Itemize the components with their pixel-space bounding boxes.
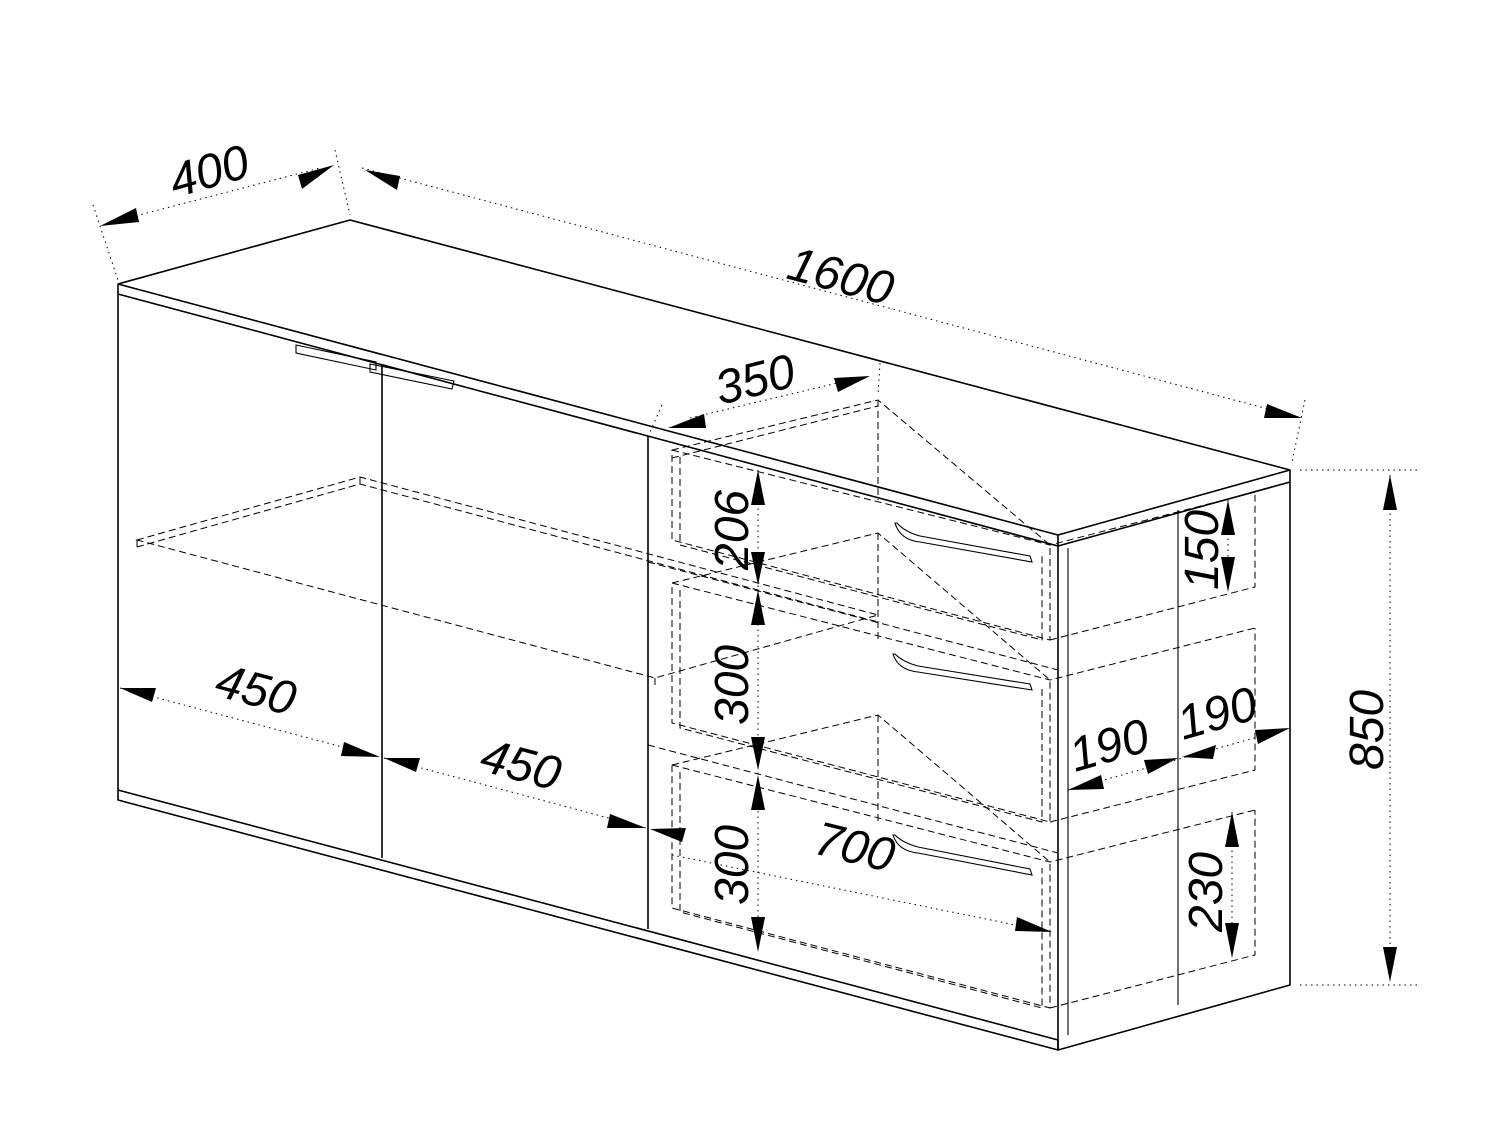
door-handle-left <box>295 344 377 371</box>
label-side-depth-left: 190 <box>1063 709 1155 782</box>
side-panel <box>1057 482 1291 1051</box>
cabinet-body <box>117 219 1291 1051</box>
label-drawer-mid-height: 300 <box>706 645 759 725</box>
label-side-top: 150 <box>1176 510 1229 590</box>
drawer-box-bottom <box>671 714 1051 1009</box>
dimension-lines <box>92 149 1418 986</box>
drawer-box-top <box>671 399 1051 641</box>
shelf <box>135 476 880 679</box>
drawer-handle-bottom <box>892 834 1033 876</box>
label-drawer-top-height: 206 <box>706 490 759 571</box>
plinth <box>117 789 1059 1051</box>
drawer-handle-top <box>894 522 1033 563</box>
label-drawer-bottom-height: 300 <box>706 825 759 905</box>
hidden-lines <box>135 399 1256 1009</box>
drawer-box-middle <box>671 532 1051 823</box>
label-height: 850 <box>1341 690 1394 770</box>
label-door-right: 450 <box>475 729 566 801</box>
label-drawer-depth: 350 <box>710 345 801 416</box>
drawer-handle-middle <box>892 653 1033 691</box>
door-handle-right <box>369 363 455 390</box>
label-width: 1600 <box>782 237 899 316</box>
top-plate <box>117 219 1291 536</box>
label-drawer-front: 700 <box>809 812 900 883</box>
label-side-bottom: 230 <box>1180 852 1233 933</box>
label-door-left: 450 <box>210 654 301 726</box>
dimension-labels: 400 1600 350 850 450 450 700 206 300 300… <box>163 135 1394 933</box>
label-depth: 400 <box>163 135 255 208</box>
